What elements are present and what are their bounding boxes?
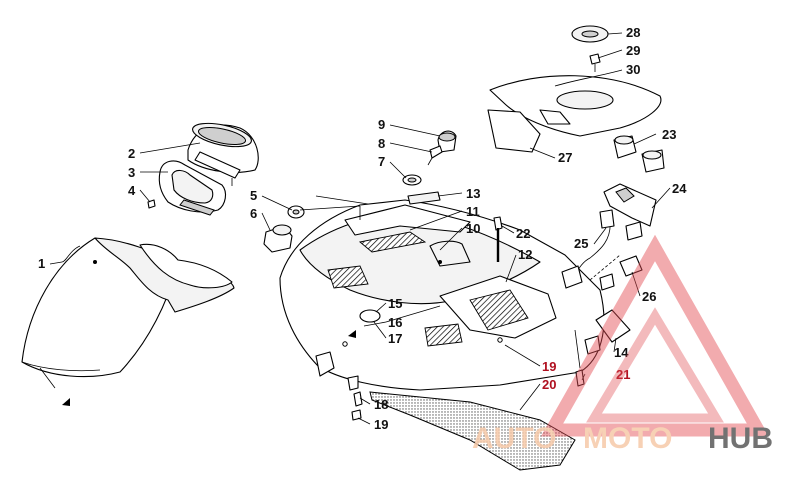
callout-7: 7 [378, 154, 385, 169]
callout-19-upper: 19 [542, 359, 556, 374]
watermark-triangle-logo [540, 234, 770, 437]
part-18-screw [353, 391, 363, 407]
part-1-front-shield [21, 237, 235, 406]
part-13-decal [407, 191, 441, 205]
callout-24: 24 [672, 181, 687, 196]
part-22-bolt [493, 216, 503, 262]
callout-17: 17 [388, 331, 402, 346]
callout-22: 22 [516, 226, 530, 241]
part-30-rear-console [489, 75, 662, 137]
callout-8: 8 [378, 136, 385, 151]
part-19-screw [351, 409, 362, 421]
main-body-panel [279, 199, 605, 391]
part-25-wiring-harness [561, 209, 643, 289]
watermark-text-auto: AUTO [472, 422, 556, 455]
callout-30: 30 [626, 62, 640, 77]
callout-11: 11 [466, 204, 480, 219]
part-17-small-fastener [348, 330, 356, 338]
callout-21: 21 [616, 367, 630, 382]
part-20-floor-mat [369, 391, 576, 471]
part-7-washer [402, 174, 422, 186]
callout-16: 16 [388, 315, 402, 330]
callout-23: 23 [662, 127, 676, 142]
part-24-switch-panel [603, 183, 657, 227]
callout-3: 3 [128, 165, 135, 180]
callout-9: 9 [378, 117, 385, 132]
callout-15: 15 [388, 296, 402, 311]
part-29-screw [589, 53, 601, 72]
part-23-switches [613, 135, 665, 173]
callout-5: 5 [250, 188, 257, 203]
callout-6: 6 [250, 206, 257, 221]
callout-27: 27 [558, 150, 572, 165]
callout-14: 14 [614, 345, 629, 360]
callout-28: 28 [626, 25, 640, 40]
callout-19-lower: 19 [374, 417, 388, 432]
callout-leaders [49, 32, 671, 425]
callout-4: 4 [128, 183, 136, 198]
reference-lines [299, 195, 621, 369]
part-5-grommet [287, 205, 305, 219]
part-14-cover [595, 309, 631, 343]
callout-18: 18 [374, 397, 388, 412]
part-27-reflector [487, 109, 541, 153]
callout-labels: 1 2 3 4 5 6 7 8 9 10 11 12 13 14 15 16 1… [38, 25, 687, 432]
watermark-text-moto: MOTO [583, 422, 672, 455]
callout-20: 20 [542, 377, 556, 392]
callout-2: 2 [128, 146, 135, 161]
part-3-gauge-bezel [158, 160, 227, 216]
callout-1: 1 [38, 256, 45, 271]
watermark: AUTO MOTO HUB [472, 234, 773, 455]
part-28-ring [571, 25, 609, 43]
part-9-cap [437, 130, 457, 153]
part-21-screw [575, 369, 585, 387]
callout-12: 12 [518, 247, 532, 262]
watermark-text-hub: HUB [708, 422, 773, 455]
callout-26: 26 [642, 289, 656, 304]
part-26-connector [599, 255, 643, 291]
callout-29: 29 [626, 43, 640, 58]
callout-13: 13 [466, 186, 480, 201]
callout-25: 25 [574, 236, 588, 251]
part-8-pin [427, 145, 443, 166]
part-2-gauge [187, 122, 259, 186]
callout-10: 10 [466, 221, 480, 236]
part-6-socket [263, 224, 293, 253]
